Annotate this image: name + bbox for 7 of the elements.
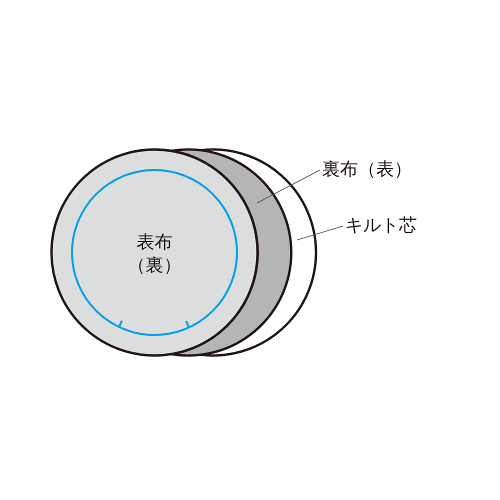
fabric-disc: [50, 148, 259, 356]
leader-line: [296, 226, 344, 240]
part-label: 裏布（表）: [322, 158, 412, 182]
leader-line: [256, 170, 320, 204]
batting-layer: [199, 148, 318, 356]
part-label: 表布（裏）: [126, 230, 182, 276]
part-label: キルト芯: [345, 214, 417, 238]
